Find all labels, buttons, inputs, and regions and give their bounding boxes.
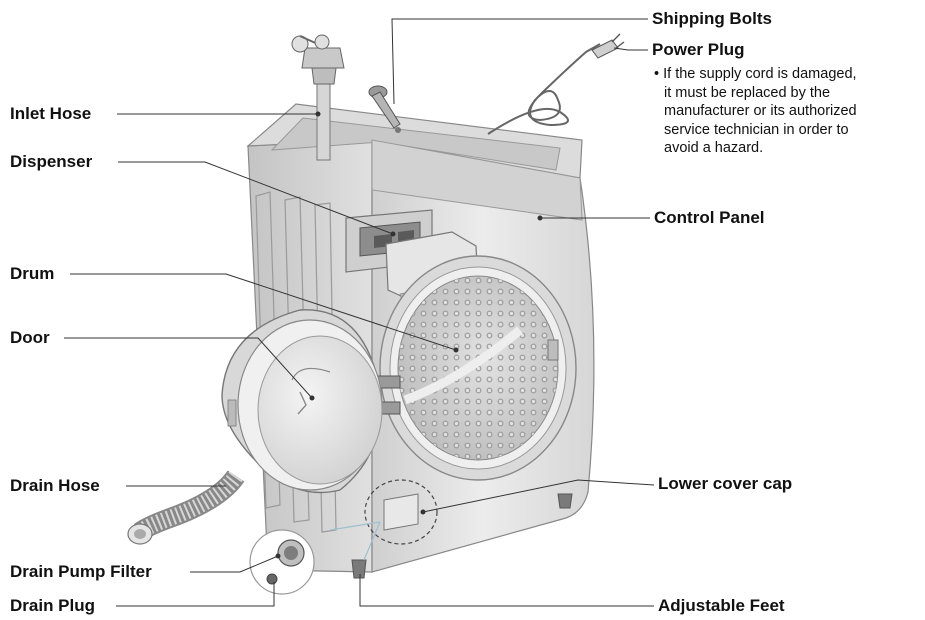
door <box>221 309 383 494</box>
label-drain-hose: Drain Hose <box>10 476 100 495</box>
inlet-hose-tap <box>291 34 345 161</box>
leader-lines <box>64 18 655 607</box>
power-plug-note: • If the supply cord is damaged, it must… <box>654 65 857 158</box>
leader-drain-pump-filter <box>190 555 279 573</box>
drum-opening <box>377 255 577 481</box>
label-drain-plug: Drain Plug <box>10 596 96 615</box>
leader-dispenser <box>118 161 394 235</box>
label-inlet-hose: Inlet Hose <box>10 104 92 123</box>
power-plug-note-line-5: avoid a hazard. <box>664 140 764 156</box>
power-plug-note-line-1: • If the supply cord is damaged, <box>654 66 857 82</box>
leader-drum <box>70 273 457 351</box>
lower-cover-cap <box>329 479 438 561</box>
label-control-panel: Control Panel <box>654 208 765 227</box>
label-drain-pump-filter: Drain Pump Filter <box>10 562 152 581</box>
label-lower-cover-cap: Lower cover cap <box>658 474 793 493</box>
leader-lower-cover-cap <box>422 479 655 513</box>
label-drum: Drum <box>10 264 55 283</box>
power-cord <box>487 33 625 135</box>
label-power-plug: Power Plug <box>652 40 745 59</box>
leader-power-plug <box>613 47 648 51</box>
power-plug-note-line-2: it must be replaced by the <box>664 84 831 101</box>
label-adjustable-feet: Adjustable Feet <box>658 596 785 615</box>
power-plug-note-line-3: manufacturer or its authorized <box>664 103 857 119</box>
leader-drain-plug <box>116 582 275 607</box>
drain-pump-filter-inset <box>249 529 315 595</box>
power-plug-note-line-4: service technician in order to <box>664 121 849 138</box>
leader-door <box>64 337 313 399</box>
leader-adjustable-feet <box>359 574 654 607</box>
label-shipping-bolts: Shipping Bolts <box>652 9 772 28</box>
shipping-bolt <box>368 85 401 133</box>
label-dispenser: Dispenser <box>10 152 93 171</box>
label-door: Door <box>10 328 50 347</box>
leader-shipping-bolts <box>391 18 648 105</box>
drain-hose <box>127 470 245 545</box>
